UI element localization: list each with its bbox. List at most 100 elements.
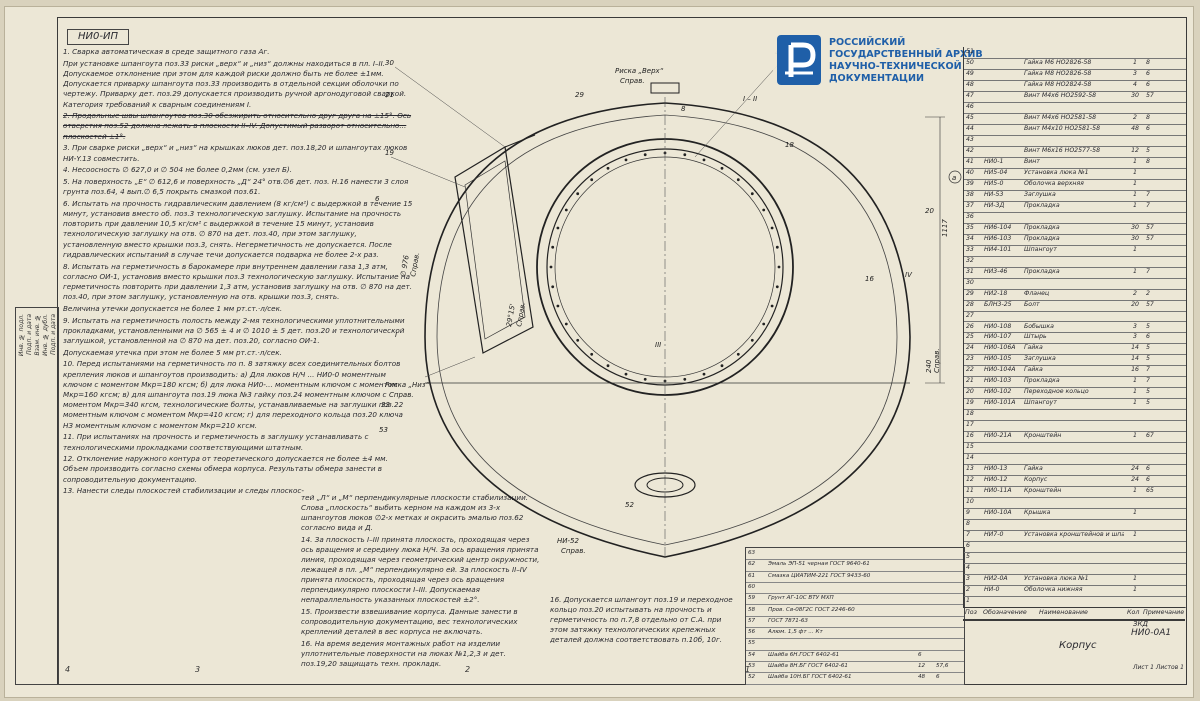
table-cell-qty: 1 [1133,509,1137,517]
table-cell-qty: 1 [1133,487,1137,495]
leader-line [390,156,466,188]
table-cell-name: Шпангоут [1024,245,1057,253]
table-cell-pos: 45 [966,113,974,121]
bolt-mark [576,192,580,196]
table-row: 27 [964,311,1186,323]
table-cell-note: 57 [1146,91,1154,99]
callout-number: 29 [575,91,584,99]
leader-line [394,66,506,148]
table-cell-des: НИ5-0 [984,179,1004,187]
table-row: 32 [964,256,1186,268]
note: 10. Перед испытаниями на герметичность п… [63,359,404,430]
header-qty: Кол [1127,609,1140,616]
hatch-bolts [549,151,781,383]
table-row: 55 [746,638,964,651]
table-cell-note: 65 [1146,487,1154,495]
drawing-frame [57,17,1187,685]
table-cell-des: НИ2-0А [984,575,1008,583]
table-cell-pos: 8 [966,520,970,528]
callout-number: 52 [625,501,634,509]
bolt-mark [643,153,647,157]
table-cell-pos: 37 [966,201,974,209]
label-risk-top-sub: Справ. [620,77,645,85]
table-cell-qty: 48 [918,674,926,681]
table-cell-qty: 20 [1131,300,1139,308]
table-cell-name: Гайка [1024,366,1043,374]
bolt-mark [736,178,740,182]
table-cell-pos: 10 [966,498,974,506]
table-cell-name: Оболочка верхняя [1024,179,1084,187]
table-cell-pos: 15 [966,443,974,451]
label-dim-small-sub: Справ. [933,348,941,373]
table-cell-name: Винт М4х10 НО2581-58 [1024,124,1101,132]
table-cell-note: 6 [1146,69,1150,77]
bolt-mark [590,352,594,356]
table-cell-note: 5 [1146,355,1150,363]
table-row: 4 [964,563,1186,576]
note: 15. Произвести взвешивание корпуса. Данн… [301,607,518,636]
table-cell-pos: 43 [966,135,974,143]
table-row: 63 [746,548,964,561]
note: тей „Л“ и „М“ перпендикулярные плоскости… [301,493,529,532]
bolt-mark [643,377,647,381]
strip-text: Взам. инв. № [34,314,41,356]
table-cell-qty: 1 [1133,245,1137,253]
table-cell-text: Грунт АГ-10С ВТУ МХП [768,595,834,602]
bottom-nozzle [634,472,696,498]
table-cell-des: НИ3-46 [984,267,1008,275]
bolt-mark [624,372,628,376]
table-cell-pos: 30 [966,278,974,286]
table-cell-pos: 6 [966,542,970,550]
table-cell-name: Прокладка [1024,267,1060,275]
table-cell-qty: 1 [1133,586,1137,594]
table-cell-qty: 1 [1133,399,1137,407]
table-cell-pos: 9 [966,509,970,517]
table-cell-des: НИ-0 [984,586,1000,594]
leader-line [424,356,476,378]
table-cell-note: 6 [1146,333,1150,341]
table-cell-pos: 24 [966,344,974,352]
table-cell-qty: 48 [1131,124,1139,132]
technical-notes-lower: тей „Л“ и „М“ перпендикулярные плоскости… [301,493,541,693]
table-row: 8 [964,519,1186,532]
stamp-top-code: НИ0-ИП [67,29,129,45]
note: 16. На время ведения монтажных работ на … [301,639,506,668]
table-cell-note: 6 [936,674,940,681]
bolt-mark [775,245,779,249]
table-cell-name: Винт М4х6 НО2592-58 [1024,91,1097,99]
callout-number: 16 [865,275,874,283]
table-cell-name: Кронштейн [1024,487,1062,495]
top-nozzle [650,82,680,94]
table-cell-pos: 51 [966,48,974,55]
callout-number: 18 [785,141,794,149]
table-cell-pos: 26 [966,322,974,330]
table-cell-pos: 53 [748,663,756,669]
table-row: 51 [964,47,1186,59]
table-cell-des: НИ5-04 [984,168,1008,176]
capsule-outline [424,102,911,558]
strip-text: Инв. № дубл. [42,314,49,356]
table-cell-name: Прокладка [1024,377,1060,385]
table-cell-pos: 31 [966,267,974,275]
bolt-mark [556,226,560,230]
table-cell-note: 7 [1146,377,1150,385]
table-cell-name: Гайка [1024,465,1043,473]
table-row: 10 [964,497,1186,510]
callout-number: 6 [375,195,380,203]
table-cell-pos: 42 [966,146,974,154]
table-cell-pos: 23 [966,355,974,363]
capsule-drawing: Риска „Верх“ Справ. Риска „Низ“ Справ. I… [375,49,962,558]
table-cell-pos: 18 [966,410,974,418]
table-cell-pos: 34 [966,234,974,242]
callout-number: 8 [681,105,686,113]
